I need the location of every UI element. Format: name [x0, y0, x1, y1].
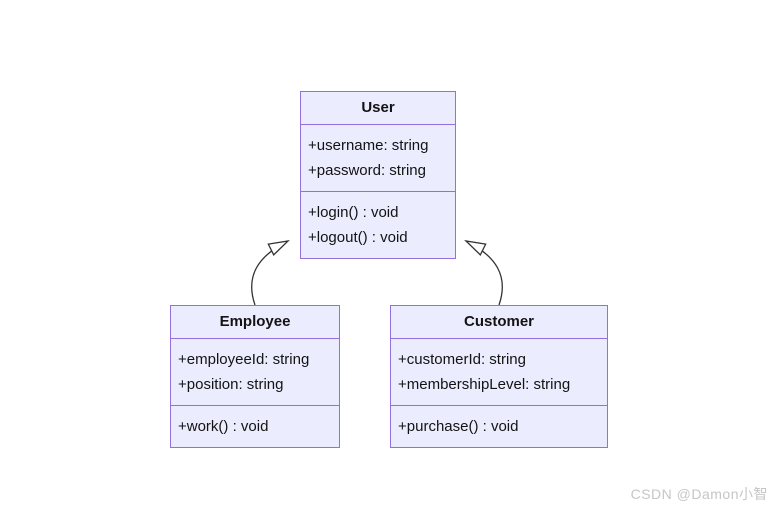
- class-title: User: [301, 92, 455, 125]
- watermark-text: CSDN @Damon小智: [630, 486, 768, 502]
- class-attributes-section: +customerId: string +membershipLevel: st…: [391, 339, 607, 406]
- attribute-row: +customerId: string: [398, 351, 526, 368]
- attribute-row: +membershipLevel: string: [398, 376, 571, 393]
- inheritance-arrow-employee-to-user: [251, 240, 290, 306]
- class-title: Employee: [171, 306, 339, 339]
- attribute-row: +username: string: [308, 137, 429, 154]
- attribute-row: +position: string: [178, 376, 284, 393]
- class-box-employee: Employee +employeeId: string +position: …: [170, 305, 340, 448]
- method-row: +purchase() : void: [398, 418, 519, 435]
- class-title: Customer: [391, 306, 607, 339]
- attribute-row: +password: string: [308, 162, 426, 179]
- method-row: +login() : void: [308, 204, 399, 221]
- inheritance-arrow-customer-to-user: [464, 240, 503, 306]
- class-attributes-section: +employeeId: string +position: string: [171, 339, 339, 406]
- class-methods-section: +login() : void +logout() : void: [301, 192, 455, 258]
- attribute-row: +employeeId: string: [178, 351, 310, 368]
- method-row: +work() : void: [178, 418, 269, 435]
- class-box-customer: Customer +customerId: string +membership…: [390, 305, 608, 448]
- class-methods-section: +work() : void: [171, 406, 339, 447]
- class-box-user: User +username: string +password: string…: [300, 91, 456, 259]
- class-methods-section: +purchase() : void: [391, 406, 607, 447]
- class-attributes-section: +username: string +password: string: [301, 125, 455, 192]
- method-row: +logout() : void: [308, 229, 408, 246]
